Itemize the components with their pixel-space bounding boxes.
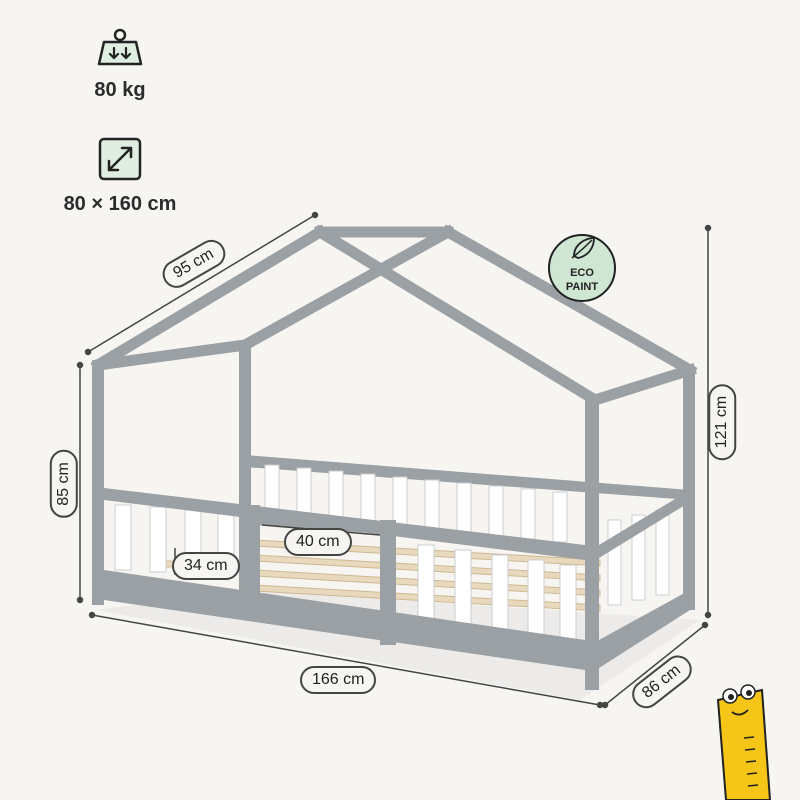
dim-rail-height: 34 cm	[172, 552, 240, 580]
leaf-icon	[571, 237, 595, 259]
weight-spec: 80 kg	[70, 28, 170, 102]
dim-height-total: 121 cm	[708, 383, 737, 461]
size-spec: 80 × 160 cm	[40, 136, 200, 216]
badge-line2: PAINT	[566, 281, 598, 293]
weight-label: 80 kg	[94, 79, 146, 101]
dim-gap-opening: 40 cm	[284, 528, 352, 556]
dim-height-side: 85 cm	[49, 450, 78, 518]
eco-paint-badge: ECO PAINT	[548, 234, 616, 302]
resize-icon	[97, 136, 143, 187]
dim-length: 166 cm	[300, 666, 377, 694]
weight-icon	[96, 28, 144, 73]
ruler-mascot	[716, 684, 772, 800]
badge-line1: ECO	[570, 267, 594, 279]
size-label: 80 × 160 cm	[63, 193, 177, 215]
